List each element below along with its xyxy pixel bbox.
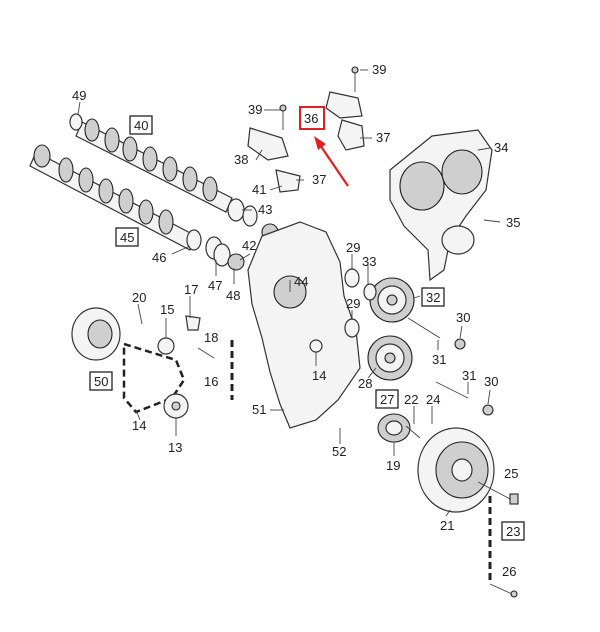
label-32: 32 xyxy=(426,290,440,305)
label-box-50 xyxy=(89,371,113,391)
drive-belt xyxy=(122,342,186,414)
crankshaft-pulley xyxy=(417,427,495,513)
label-38: 38 xyxy=(234,152,248,167)
crankshaft-gear-19 xyxy=(377,413,411,443)
water-pump xyxy=(71,307,121,361)
label-50: 50 xyxy=(94,374,108,389)
label-30-top: 30 xyxy=(456,310,470,325)
camshaft-sprocket-28 xyxy=(367,335,413,381)
label-23: 23 xyxy=(506,524,520,539)
camshaft-lower xyxy=(29,144,197,251)
label-31-top: 31 xyxy=(432,352,446,367)
label-39-left: 39 xyxy=(248,102,262,117)
label-22: 22 xyxy=(404,392,418,407)
camshaft-upper xyxy=(75,118,233,213)
label-24: 24 xyxy=(426,392,440,407)
label-35: 35 xyxy=(506,215,520,230)
label-box-36 xyxy=(299,106,325,130)
label-28: 28 xyxy=(358,376,372,391)
label-37-left: 37 xyxy=(312,172,326,187)
label-36: 36 xyxy=(304,111,318,126)
timing-plate xyxy=(247,221,361,429)
label-27: 27 xyxy=(380,392,394,407)
camshaft-sprocket-32 xyxy=(369,277,415,323)
label-18: 18 xyxy=(204,330,218,345)
label-31-bottom: 31 xyxy=(462,368,476,383)
label-16: 16 xyxy=(204,374,218,389)
idler xyxy=(157,315,201,355)
label-29-mid: 29 xyxy=(346,296,360,311)
label-49: 49 xyxy=(72,88,86,103)
label-30-bottom: 30 xyxy=(484,374,498,389)
label-34: 34 xyxy=(494,140,508,155)
label-box-45 xyxy=(115,227,139,247)
label-43: 43 xyxy=(258,202,272,217)
label-20: 20 xyxy=(132,290,146,305)
camshaft-bearings xyxy=(186,198,279,271)
label-42: 42 xyxy=(242,238,256,253)
label-box-23 xyxy=(501,521,525,541)
leader-lines xyxy=(77,69,491,517)
label-33: 33 xyxy=(362,254,376,269)
label-40: 40 xyxy=(134,118,148,133)
label-13: 13 xyxy=(168,440,182,455)
label-box-27 xyxy=(375,389,399,409)
timing-cover xyxy=(389,129,493,282)
label-46: 46 xyxy=(152,250,166,265)
label-51: 51 xyxy=(252,402,266,417)
label-box-40 xyxy=(129,115,153,135)
label-52: 52 xyxy=(332,444,346,459)
small-seals xyxy=(344,268,377,338)
label-14-mid: 14 xyxy=(312,368,326,383)
label-44: 44 xyxy=(294,274,308,289)
label-14-left: 14 xyxy=(132,418,146,433)
bolts-31-30 xyxy=(405,317,494,439)
label-45: 45 xyxy=(120,230,134,245)
highlight-arrow xyxy=(314,136,349,187)
label-15: 15 xyxy=(160,302,174,317)
label-21: 21 xyxy=(440,518,454,533)
label-26: 26 xyxy=(502,564,516,579)
label-47: 47 xyxy=(208,278,222,293)
seal-ring xyxy=(69,113,83,131)
label-39-right: 39 xyxy=(372,62,386,77)
label-25: 25 xyxy=(504,466,518,481)
tensioner xyxy=(163,393,189,419)
label-41: 41 xyxy=(252,182,266,197)
label-48: 48 xyxy=(226,288,240,303)
label-17: 17 xyxy=(184,282,198,297)
label-29-top: 29 xyxy=(346,240,360,255)
label-37-right: 37 xyxy=(376,130,390,145)
label-box-32 xyxy=(421,287,445,307)
pulley-bolt-25 xyxy=(477,481,519,505)
solenoid-valve-right xyxy=(325,66,365,151)
solenoid-valve-left xyxy=(247,104,301,193)
label-19: 19 xyxy=(386,458,400,473)
